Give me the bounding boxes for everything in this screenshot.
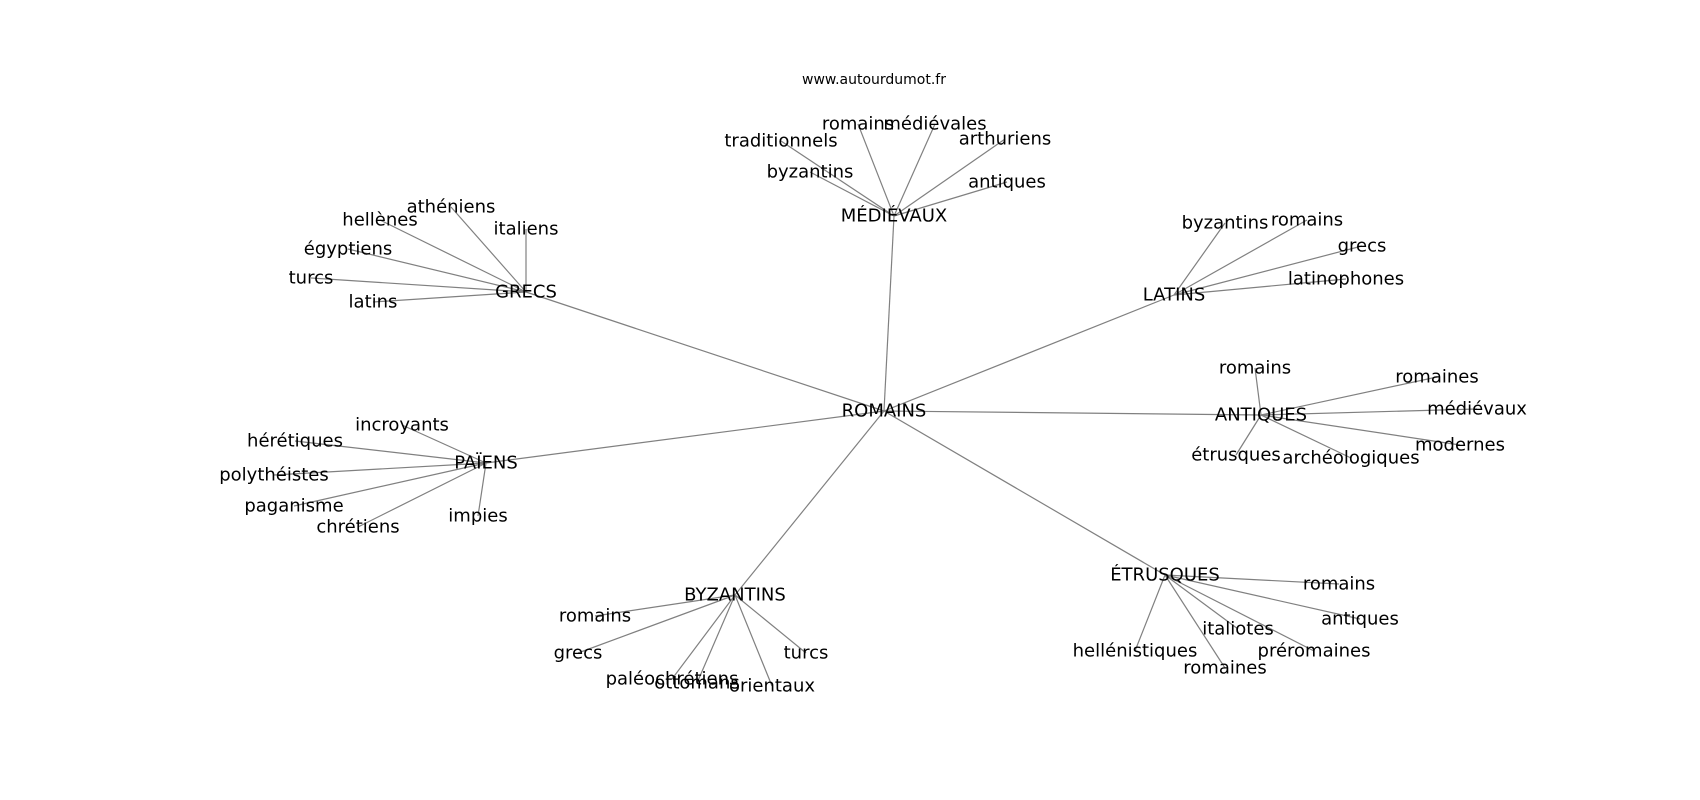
edge-group-to-leaf (1260, 414, 1461, 446)
edge-group-to-leaf (379, 219, 527, 293)
edge-group-to-leaf (671, 594, 736, 680)
leaf-node[interactable]: paganisme (244, 496, 343, 517)
leaf-node[interactable]: polythéistes (219, 465, 329, 486)
graph-labels: ROMAINSMÉDIÉVAUXromainsmédiévalestraditi… (219, 114, 1527, 697)
leaf-node[interactable]: orientaux (729, 676, 815, 697)
edge-group-to-leaf (1164, 574, 1315, 652)
leaf-node[interactable]: romains (559, 606, 631, 627)
edge-group-to-leaf (357, 462, 487, 528)
edge-center-to-group (883, 294, 1175, 412)
leaf-node[interactable]: italiotes (1202, 619, 1274, 640)
leaf-node[interactable]: paléochrétiens (606, 669, 739, 690)
leaf-node[interactable]: romaines (1395, 367, 1478, 388)
leaf-node[interactable]: incroyants (355, 415, 449, 436)
leaf-node[interactable]: ottomans (654, 673, 740, 694)
edge-group-to-leaf (1164, 574, 1361, 620)
leaf-node[interactable]: hellénistiques (1073, 641, 1198, 662)
edge-group-to-leaf (1173, 219, 1308, 296)
edge-center-to-group (883, 215, 895, 412)
edge-group-to-leaf (310, 277, 527, 293)
edge-group-to-leaf (347, 248, 527, 293)
edge-group-to-leaf (734, 594, 773, 687)
edge-group-to-leaf (293, 462, 487, 507)
leaf-node[interactable]: latins (349, 292, 398, 313)
leaf-node[interactable]: antiques (1321, 609, 1399, 630)
edge-group-to-leaf (1254, 367, 1262, 416)
leaf-node[interactable]: antiques (968, 172, 1046, 193)
edge-group-to-leaf (1173, 245, 1363, 296)
edge-group-to-leaf (1173, 278, 1347, 296)
leaf-node[interactable]: hellènes (342, 210, 417, 231)
edge-center-to-group (883, 410, 1166, 576)
graph-edges (273, 123, 1478, 687)
edge-group-to-leaf (450, 206, 527, 293)
leaf-node[interactable]: hérétiques (247, 431, 343, 452)
edge-group-to-leaf (857, 123, 895, 217)
group-node[interactable]: GRECS (495, 282, 557, 303)
edge-group-to-leaf (477, 462, 487, 517)
edge-group-to-leaf (401, 424, 487, 464)
leaf-node[interactable]: égyptiens (304, 239, 393, 260)
edge-group-to-leaf (1164, 574, 1239, 630)
edge-group-to-leaf (1134, 574, 1166, 652)
leaf-node[interactable]: traditionnels (724, 131, 837, 152)
leaf-node[interactable]: romains (1219, 358, 1291, 379)
edge-center-to-group (525, 291, 885, 412)
leaf-node[interactable]: impies (448, 506, 507, 527)
edge-group-to-leaf (372, 291, 527, 303)
edge-group-to-leaf (893, 123, 936, 217)
edge-group-to-leaf (1164, 574, 1340, 585)
leaf-node[interactable]: grecs (554, 643, 603, 664)
edge-group-to-leaf (1260, 408, 1478, 416)
source-credit[interactable]: www.autourdumot.fr (802, 72, 946, 88)
leaf-node[interactable]: byzantins (1182, 213, 1269, 234)
leaf-node[interactable]: arthuriens (959, 129, 1052, 150)
leaf-node[interactable]: médiévaux (1427, 399, 1527, 420)
edge-group-to-leaf (893, 181, 1008, 217)
edge-group-to-leaf (273, 462, 487, 476)
leaf-node[interactable]: italiens (494, 219, 559, 240)
leaf-node[interactable]: préromaines (1258, 641, 1371, 662)
edge-group-to-leaf (809, 171, 895, 217)
edge-group-to-leaf (1173, 222, 1226, 296)
edge-center-to-group (883, 410, 1262, 416)
edge-group-to-leaf (1260, 414, 1352, 459)
edge-center-to-group (734, 410, 885, 596)
leaf-node[interactable]: archéologiques (1282, 448, 1419, 469)
leaf-node[interactable]: latinophones (1288, 269, 1404, 290)
leaf-node[interactable]: romains (1303, 574, 1375, 595)
edge-group-to-leaf (1164, 574, 1226, 669)
edge-group-to-leaf (780, 140, 895, 217)
leaf-node[interactable]: étrusques (1191, 445, 1281, 466)
leaf-node[interactable]: modernes (1415, 435, 1505, 456)
leaf-node[interactable]: grecs (1338, 236, 1387, 257)
group-node[interactable]: PAÏENS (454, 453, 518, 474)
leaf-node[interactable]: byzantins (767, 162, 854, 183)
edge-group-to-leaf (893, 138, 1006, 217)
leaf-node[interactable]: athéniens (407, 197, 496, 218)
leaf-node[interactable]: romains (822, 114, 894, 135)
leaf-node[interactable]: turcs (289, 268, 334, 289)
group-node[interactable]: MÉDIÉVAUX (841, 205, 947, 227)
edge-group-to-leaf (1235, 414, 1262, 456)
group-node[interactable]: LATINS (1143, 285, 1206, 306)
edge-group-to-leaf (594, 594, 736, 617)
leaf-node[interactable]: turcs (784, 643, 829, 664)
edge-group-to-leaf (577, 594, 736, 654)
group-node[interactable]: BYZANTINS (684, 585, 786, 606)
leaf-node[interactable]: chrétiens (316, 517, 399, 538)
group-node[interactable]: ÉTRUSQUES (1110, 564, 1220, 586)
leaf-node[interactable]: romains (1271, 210, 1343, 231)
leaf-node[interactable]: romaines (1183, 658, 1266, 679)
center-node[interactable]: ROMAINS (842, 401, 927, 422)
edge-group-to-leaf (1260, 376, 1438, 416)
edge-center-to-group (485, 410, 885, 464)
group-node[interactable]: ANTIQUES (1215, 405, 1307, 426)
edge-group-to-leaf (734, 594, 807, 654)
edge-group-to-leaf (696, 594, 736, 684)
edge-group-to-leaf (294, 440, 487, 464)
leaf-node[interactable]: médiévales (883, 114, 986, 135)
